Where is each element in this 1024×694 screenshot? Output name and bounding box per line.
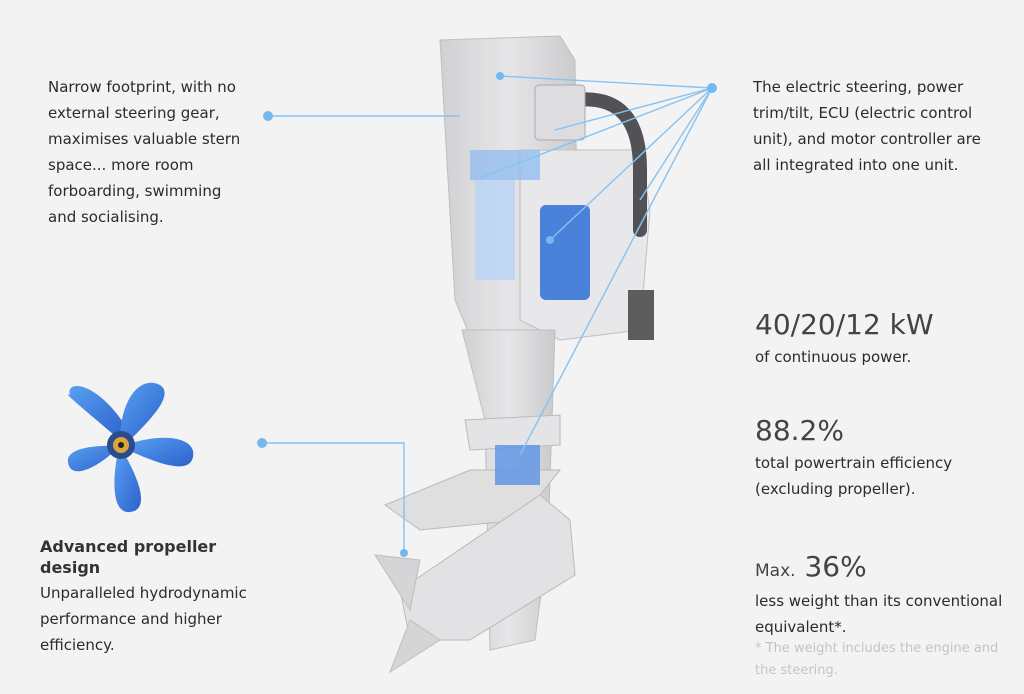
callout-end-motor bbox=[546, 236, 554, 244]
weight-stat-number: 36% bbox=[804, 550, 867, 583]
callout-dot-footprint bbox=[263, 111, 273, 121]
efficiency-stat-description: total powertrain efficiency (excluding p… bbox=[755, 454, 953, 498]
callout-dot-propeller bbox=[257, 438, 267, 448]
weight-stat-value: Max. 36% bbox=[755, 550, 867, 588]
callout-lines bbox=[262, 75, 713, 553]
power-stat-description: of continuous power. bbox=[755, 348, 912, 366]
weight-stat-description: less weight than its conventional equiva… bbox=[755, 592, 1003, 636]
callout-dot-integration bbox=[707, 83, 717, 93]
footprint-description: Narrow footprint, with no external steer… bbox=[48, 78, 241, 226]
outboard-motor-image bbox=[374, 35, 654, 674]
propeller-image bbox=[67, 382, 194, 513]
callout-end-cowling bbox=[496, 72, 504, 80]
callout-end-propeller bbox=[400, 549, 408, 557]
efficiency-stat-value: 88.2% bbox=[755, 414, 844, 447]
weight-stat-prefix: Max. bbox=[755, 561, 796, 581]
power-stat-value: 40/20/12 kW bbox=[755, 308, 934, 341]
propeller-description: Unparalleled hydrodynamic performance an… bbox=[40, 584, 247, 654]
integration-description: The electric steering, power trim/tilt, … bbox=[753, 78, 981, 174]
propeller-heading: Advanced propeller design bbox=[40, 537, 217, 577]
weight-footnote: * The weight includes the engine and the… bbox=[755, 641, 999, 678]
